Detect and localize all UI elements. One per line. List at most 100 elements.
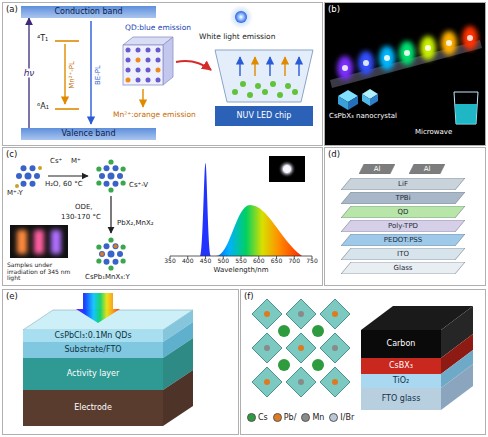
panel-label: (a) <box>6 5 18 14</box>
molecule-cluster <box>96 237 125 270</box>
perovskite-structure <box>264 345 270 351</box>
quantum-dot-lattice <box>146 78 151 83</box>
annotation: BE-PL <box>95 65 103 85</box>
quantum-dot-lattice <box>123 45 163 85</box>
quantum-dot-lattice <box>146 58 151 63</box>
layer-label: Valence band <box>62 130 116 138</box>
quantum-dot-lattice <box>126 78 131 83</box>
legend-swatch <box>273 413 282 422</box>
annotation: Mn²⁺-PL <box>69 61 77 89</box>
annotation: M⁺-Y <box>7 190 23 198</box>
led-cup <box>277 92 283 98</box>
led-cup <box>298 57 299 76</box>
layer-label: Electrode <box>74 404 112 412</box>
quantum-dot-lattice <box>126 68 131 73</box>
panel-label: (d) <box>328 150 340 159</box>
layer-label: Substrate/FTO <box>64 346 121 354</box>
molecule-cluster <box>16 165 40 187</box>
glowing-vials <box>330 26 482 88</box>
perovskite-structure <box>252 367 282 397</box>
led-cup <box>285 83 291 89</box>
glowing-vials <box>420 36 436 60</box>
perovskite-structure <box>252 299 282 329</box>
annotation: Mn²⁺:orange emission <box>113 111 196 119</box>
molecule-cluster <box>38 166 42 170</box>
device-layer: PEDOT:PSS <box>341 234 465 246</box>
glowing-vials <box>342 65 348 71</box>
legend-entry: Cs <box>247 413 268 422</box>
legend: CsPb/MnI/Br <box>247 413 354 422</box>
quantum-dot-lattice <box>156 68 161 73</box>
device-block <box>23 293 193 426</box>
energy-band: Conduction band <box>21 6 156 18</box>
axis-label: 400 <box>182 258 193 265</box>
legend-swatch <box>329 413 338 422</box>
quantum-dot-lattice <box>126 48 131 53</box>
perovskite-structure <box>286 333 316 363</box>
annotation: QD:blue emission <box>125 24 191 32</box>
legend-text: Mn <box>312 413 324 422</box>
legend-entry: I/Br <box>329 413 354 422</box>
glowing-vials <box>363 60 369 66</box>
energy-levels <box>55 21 91 124</box>
perovskite-structure <box>298 345 304 351</box>
axis-label: 550 <box>235 258 246 265</box>
annotation: ODE, <box>75 204 93 212</box>
quantum-dot-lattice <box>156 48 161 53</box>
led-cup <box>269 57 270 76</box>
device-layer: Substrate/FTO <box>23 342 163 358</box>
annotation: Microwave <box>415 129 452 137</box>
device-layer: TPBi <box>341 192 465 204</box>
edge-label: hν <box>23 69 36 78</box>
energy-levels <box>64 44 65 104</box>
device-block <box>76 293 120 323</box>
device-layer: QD <box>341 206 465 218</box>
sample-photo <box>17 230 61 254</box>
annotation: CsPbX₃ nanocrystal <box>329 113 397 121</box>
quantum-dot-lattice <box>146 68 151 73</box>
layer-label: PEDOT:PSS <box>384 237 423 244</box>
perovskite-structure <box>252 299 350 397</box>
layer-shape <box>359 164 395 174</box>
perovskite-structure <box>286 299 316 329</box>
panel-label: (c) <box>6 150 17 159</box>
perovskite-structure <box>312 325 324 337</box>
sample-photo <box>17 230 27 254</box>
glowing-vials <box>462 26 478 50</box>
figure-panel: CarbonCsBX₃TiO₂FTO glass(f)CsPb/MnI/Br <box>241 290 485 434</box>
layer-label: TiO₂ <box>393 377 409 385</box>
led-cup <box>247 92 253 98</box>
perovskite-structure <box>286 367 316 397</box>
perovskite-structure <box>278 359 290 371</box>
led-cup <box>240 81 246 87</box>
glowing-vials <box>441 31 457 55</box>
sample-photo <box>51 230 61 254</box>
device-layer: Carbon <box>361 330 441 358</box>
quantum-dot-lattice <box>136 78 141 83</box>
electrode-pad: Al <box>409 164 445 174</box>
layer-label: TPBi <box>395 195 410 202</box>
layer-shape <box>341 262 465 274</box>
quantum-dot-lattice <box>156 78 161 83</box>
molecule-cluster <box>99 165 123 187</box>
led-cup <box>262 89 268 95</box>
solar-cell-stack <box>441 364 473 410</box>
legend-swatch <box>247 413 256 422</box>
sample-photo <box>10 225 68 258</box>
axis-label: 500 <box>218 258 229 265</box>
sample-photo <box>34 230 44 254</box>
layer-label: CsPbCl₃:0.1Mn QDs <box>54 332 131 340</box>
led-cup <box>270 81 276 87</box>
axis-label: 750 <box>306 258 317 265</box>
legend-text: Cs <box>258 413 268 422</box>
perovskite-structure <box>252 333 282 363</box>
legend-swatch <box>301 413 310 422</box>
legend-text: I/Br <box>340 413 354 422</box>
glowing-vials <box>384 55 390 61</box>
energy-band: Valence band <box>21 128 156 140</box>
quantum-dot-lattice <box>136 68 141 73</box>
molecule-cluster <box>100 252 104 256</box>
panel-label: (e) <box>6 292 18 301</box>
perovskite-structure <box>332 379 338 385</box>
